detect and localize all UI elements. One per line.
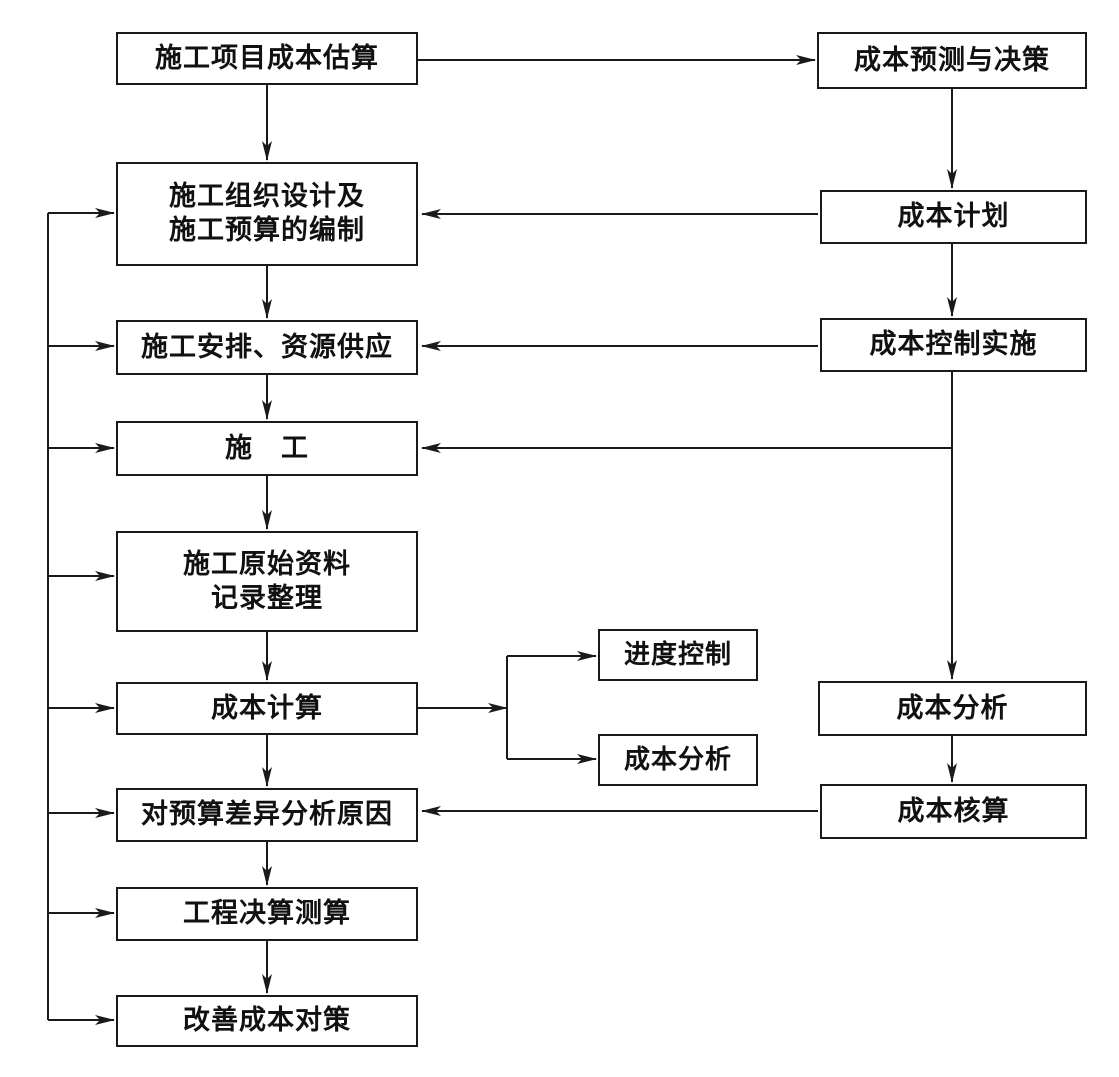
box-cost-analysis-branch: 成本分析 <box>598 734 758 786</box>
box-org-design-budget: 施工组织设计及 施工预算的编制 <box>116 162 418 266</box>
box-schedule-control: 进度控制 <box>598 629 758 681</box>
box-variance-analysis: 对预算差异分析原因 <box>116 788 418 842</box>
box-cost-accounting: 成本核算 <box>820 784 1087 839</box>
box-final-accounts: 工程决算测算 <box>116 887 418 941</box>
box-construction: 施 工 <box>116 421 418 476</box>
box-cost-control: 成本控制实施 <box>820 318 1087 372</box>
box-cost-forecast: 成本预测与决策 <box>817 32 1087 89</box>
box-cost-estimate: 施工项目成本估算 <box>116 32 418 85</box>
box-cost-analysis: 成本分析 <box>818 681 1087 736</box>
box-cost-calculation: 成本计算 <box>116 682 418 735</box>
box-improve-measures: 改善成本对策 <box>116 995 418 1047</box>
box-arrange-resources: 施工安排、资源供应 <box>116 320 418 375</box>
box-raw-records: 施工原始资料 记录整理 <box>116 531 418 632</box>
box-cost-plan: 成本计划 <box>820 190 1087 244</box>
